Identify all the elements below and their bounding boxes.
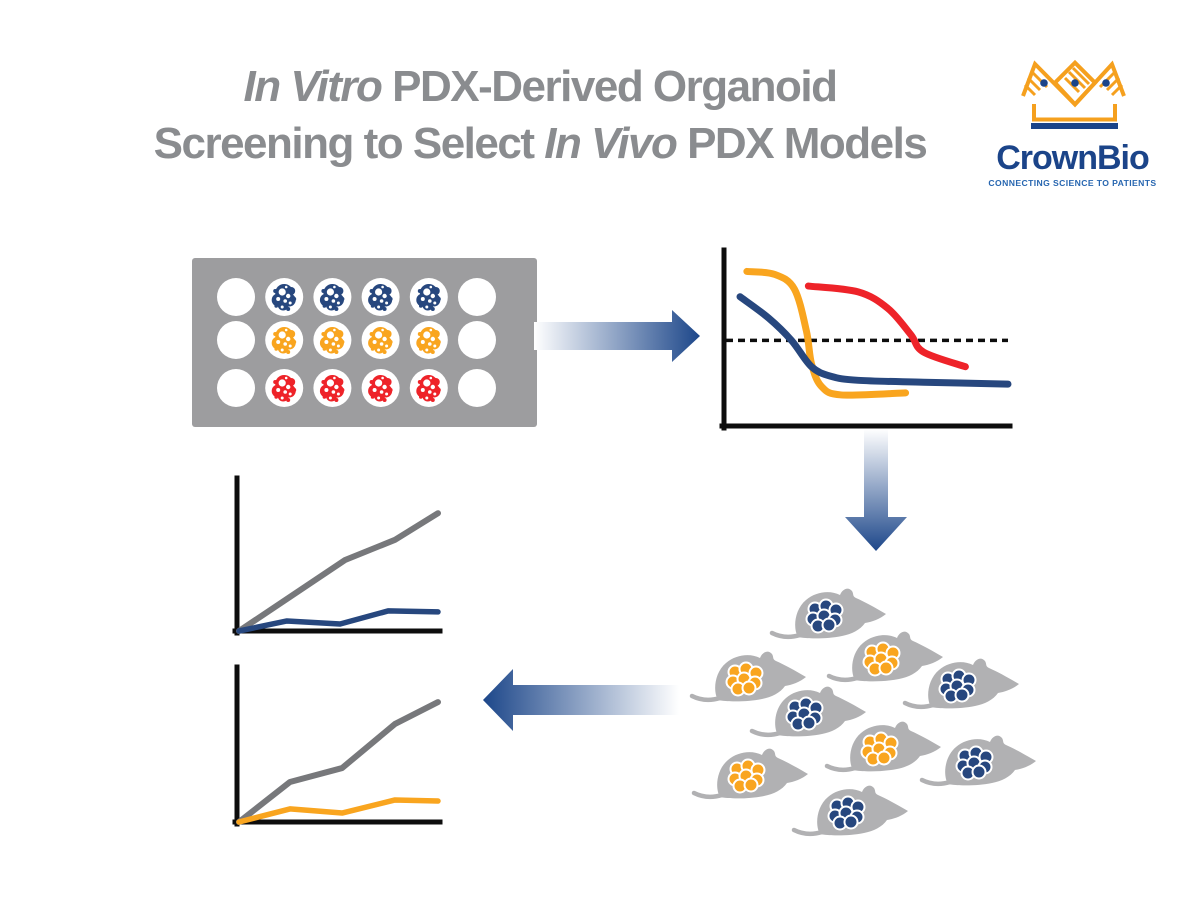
dose-response-chart [719,247,1013,431]
series-organoid-model-navy [736,293,1012,388]
series-treated [236,608,441,634]
mouse-icon [692,652,806,702]
arrow-down-icon [845,429,907,551]
tumor-growth-chart-top [232,475,443,636]
well [217,321,255,359]
pdx-mice-cohort [660,555,1080,855]
well [458,321,496,359]
title-italic-in-vitro: In Vitro [243,62,383,111]
mouse-icon [922,736,1036,786]
title-line-2: Screening to Select In Vivo PDX Models [153,119,928,169]
page-title: In Vitro PDX-Derived Organoid Screening … [40,58,1040,172]
series-control [236,699,441,825]
series-organoid-model-red [804,282,969,371]
crownbio-crown-icon [1020,59,1126,129]
well [217,369,255,407]
mouse-icon [772,589,886,639]
well [458,369,496,407]
mouse-icon [827,722,941,772]
mouse-icon [905,659,1019,709]
arrow-right-icon [534,310,700,362]
tumor-growth-chart-bottom [232,664,443,827]
logo-wordmark: CrownBio [996,139,1150,177]
mouse-icon [794,786,908,836]
microplate-organoid-screen [192,258,537,427]
logo-tagline: CONNECTING SCIENCE TO PATIENTS [988,178,1157,188]
title-line-1: In Vitro PDX-Derived Organoid [243,62,838,111]
arrow-left-icon [483,669,679,731]
well [217,278,255,316]
mice-group [692,589,1036,836]
well [458,278,496,316]
series-treated [236,797,441,825]
series-control [236,510,441,634]
mouse-icon [694,749,808,799]
mouse-icon [829,632,943,682]
title-italic-in-vivo: In Vivo [544,119,678,169]
series-organoid-model-orange [743,267,910,399]
crownbio-logo: CrownBio CONNECTING SCIENCE TO PATIENTS [985,52,1160,188]
microplate-wells [217,278,496,407]
